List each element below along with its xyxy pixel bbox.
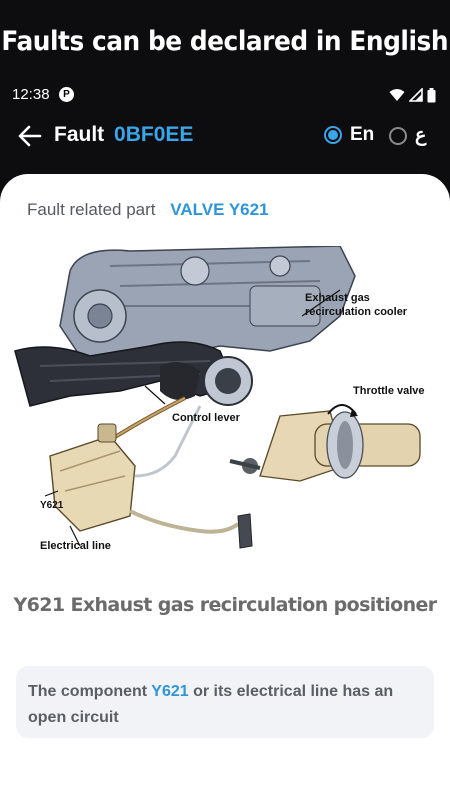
status-bar: 12:38 P xyxy=(0,82,450,108)
description-highlight: Y621 xyxy=(151,683,189,700)
positioner-y621-illustration xyxy=(49,405,253,549)
language-en-label: En xyxy=(350,124,375,145)
label-electrical-line: Electrical line xyxy=(40,540,111,552)
notification-badge-icon: P xyxy=(59,87,74,102)
fault-code: 0BF0EE xyxy=(114,123,194,146)
fault-description: The component Y621 or its electrical lin… xyxy=(16,666,434,738)
status-icons xyxy=(389,88,436,103)
diagram-caption: Y621 Exhaust gas recirculation positione… xyxy=(13,594,437,616)
description-text-2: or its electrical line has an open circu… xyxy=(28,683,394,726)
status-time: 12:38 xyxy=(12,86,50,103)
promo-banner: Faults can be declared in English xyxy=(0,0,450,82)
language-option-ar[interactable]: ع xyxy=(389,124,426,147)
label-cooler-2: recirculation cooler xyxy=(305,306,408,318)
app-bar: Fault 0BF0EE En ع xyxy=(0,110,450,162)
description-text-1: The component xyxy=(28,683,152,700)
radio-unselected-icon[interactable] xyxy=(389,126,407,145)
radio-selected-icon[interactable] xyxy=(324,126,342,144)
component-diagram: Exhaust gas recirculation cooler Throttl… xyxy=(14,246,425,552)
content-sheet: Fault related part VALVE Y621 xyxy=(0,174,450,800)
engine-block-illustration xyxy=(14,246,356,407)
related-part-label: Fault related part xyxy=(27,200,156,219)
related-part-value: VALVE Y621 xyxy=(170,200,269,219)
language-option-en[interactable]: En xyxy=(324,124,374,146)
battery-icon xyxy=(427,88,436,103)
label-cooler-1: Exhaust gas xyxy=(305,292,370,304)
label-y621: Y621 xyxy=(40,500,64,511)
page-title: Fault 0BF0EE xyxy=(54,123,193,147)
label-control-lever: Control lever xyxy=(172,412,241,424)
signal-icon xyxy=(409,88,423,102)
wifi-icon xyxy=(389,89,405,101)
related-part-row: Fault related part VALVE Y621 xyxy=(27,200,269,220)
language-ar-label: ع xyxy=(415,125,427,146)
throttle-valve-illustration xyxy=(229,404,421,482)
back-arrow-icon[interactable] xyxy=(16,122,44,150)
label-throttle: Throttle valve xyxy=(353,385,425,397)
promo-text: Faults can be declared in English xyxy=(1,25,449,57)
title-label: Fault xyxy=(54,123,105,146)
